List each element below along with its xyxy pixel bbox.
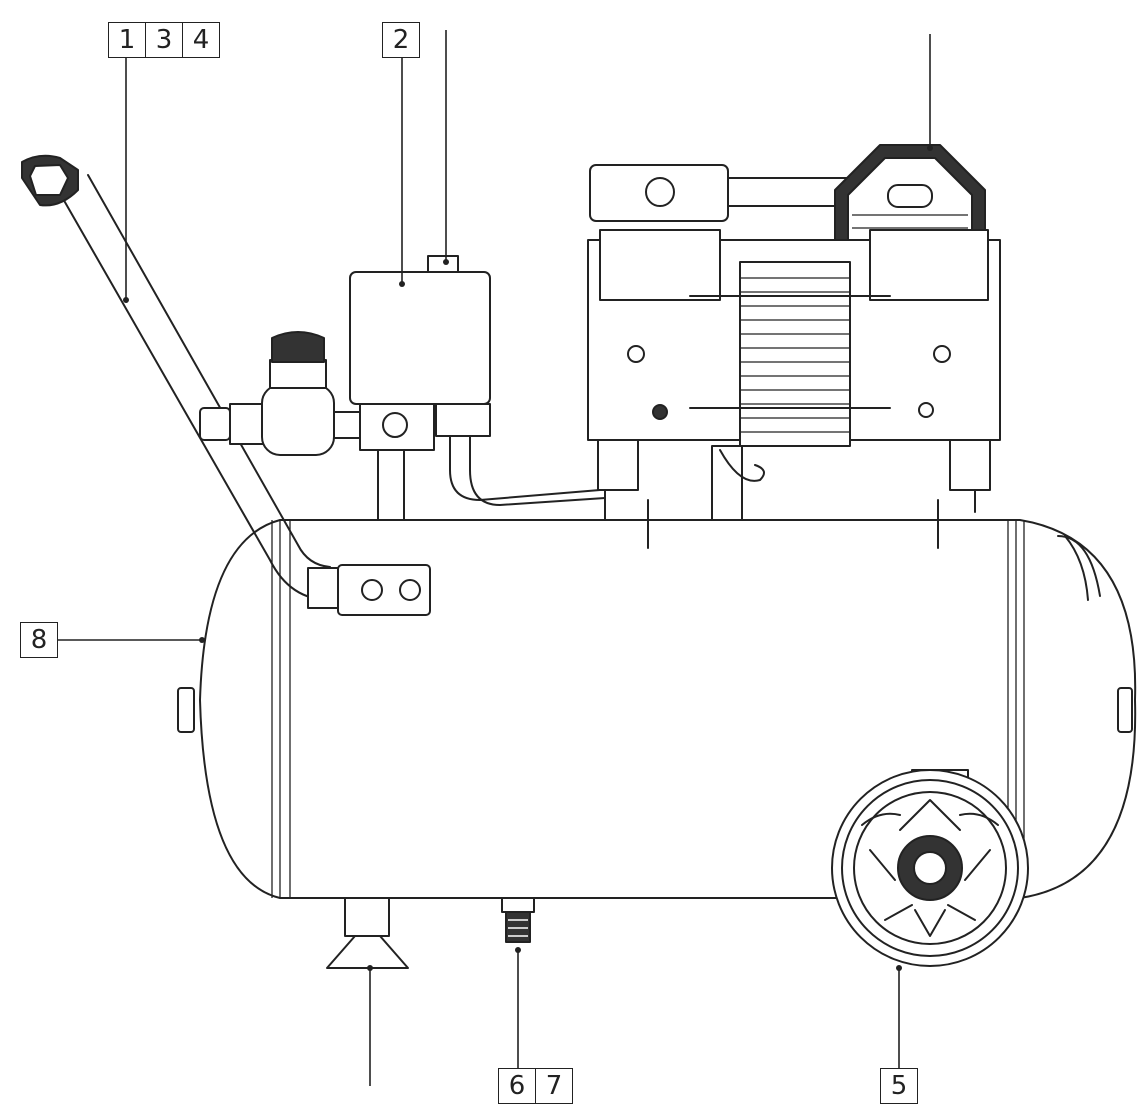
pressure-switch bbox=[349, 255, 606, 506]
callout-number: 3 bbox=[146, 23, 183, 57]
callout-number: 8 bbox=[30, 625, 48, 655]
callout-number: 2 bbox=[392, 25, 410, 55]
callout-number: 5 bbox=[890, 1071, 908, 1101]
callout-drain: 6 7 bbox=[498, 1068, 573, 1104]
cooling-fins bbox=[739, 261, 851, 447]
wheel bbox=[831, 769, 1029, 967]
compressor-motor bbox=[587, 144, 1001, 549]
callout-tank: 8 bbox=[20, 622, 58, 658]
drain-valve bbox=[501, 897, 535, 943]
callout-number: 6 bbox=[499, 1069, 536, 1103]
leader-lines bbox=[58, 30, 933, 1086]
callout-pressure-switch: 2 bbox=[382, 22, 420, 58]
rubber-foot bbox=[326, 897, 409, 969]
regulator-assembly bbox=[199, 331, 435, 521]
callout-wheel: 5 bbox=[880, 1068, 918, 1104]
callout-number: 7 bbox=[545, 1071, 563, 1101]
callout-handle: 1 3 4 bbox=[108, 22, 220, 58]
callout-number: 4 bbox=[192, 25, 210, 55]
callout-number: 1 bbox=[109, 23, 146, 57]
carry-handle bbox=[21, 154, 431, 616]
